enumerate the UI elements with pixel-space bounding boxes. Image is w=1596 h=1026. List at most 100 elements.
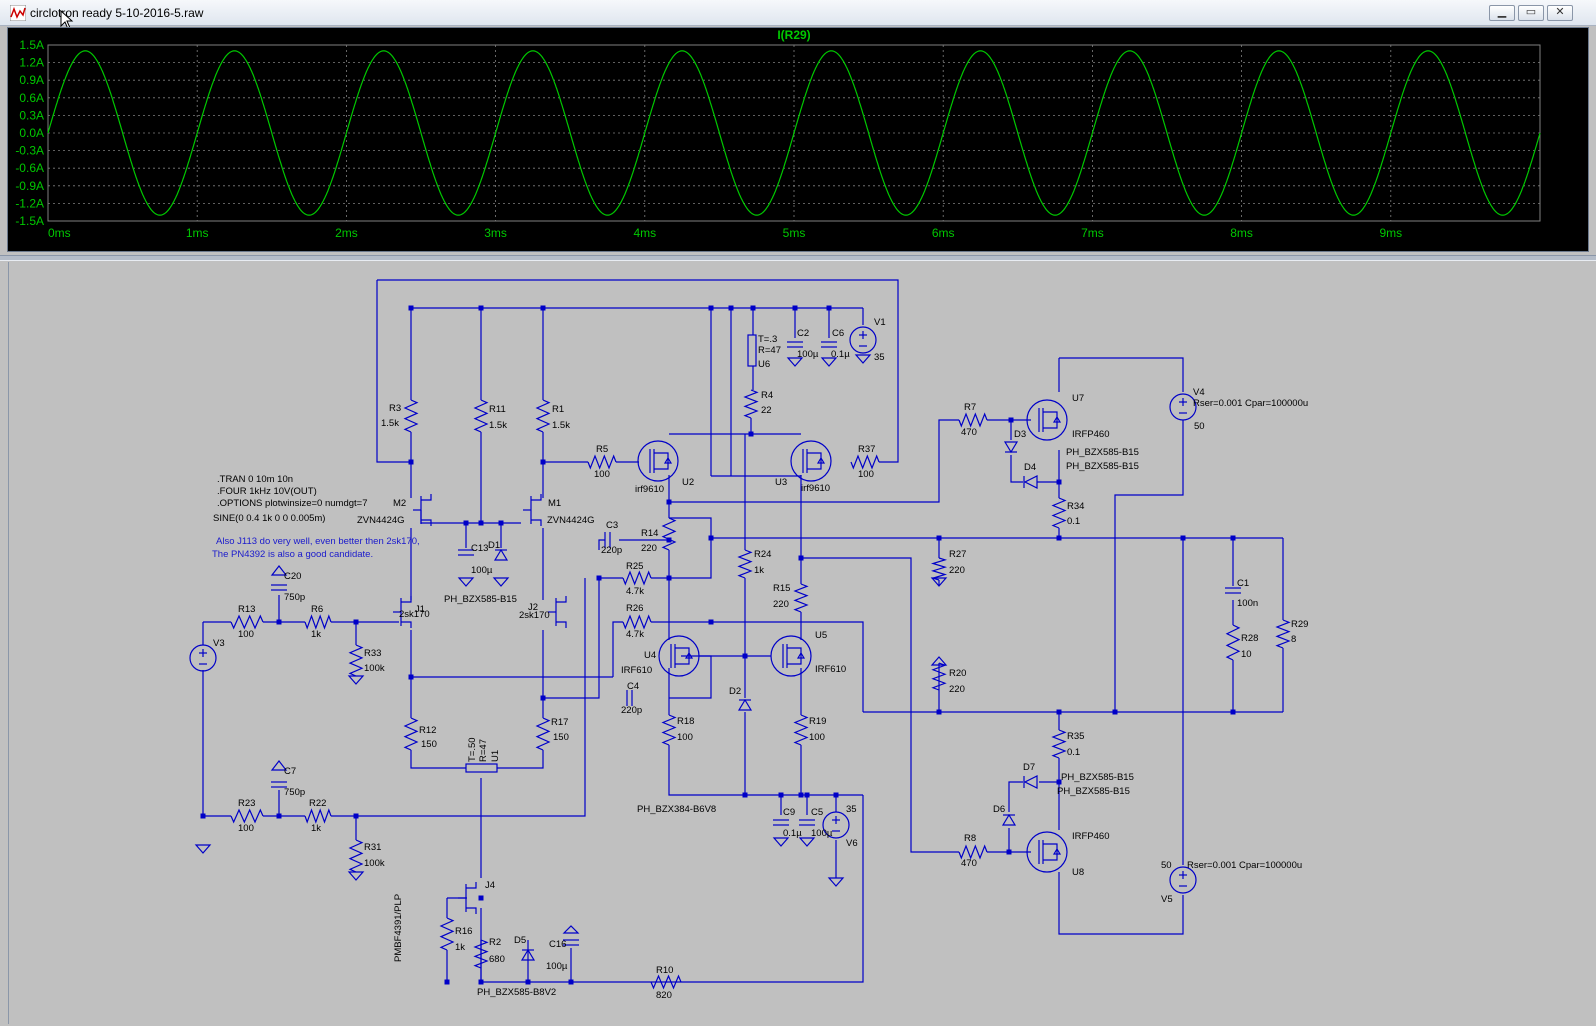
junction-dot: [408, 305, 414, 311]
label-c2: C2: [797, 328, 809, 339]
label-r2: R2: [489, 937, 501, 948]
label-r14v: 220: [641, 543, 657, 554]
junction-dot: [408, 459, 414, 465]
label-r23v: 100: [238, 823, 254, 834]
label-c13: C13: [471, 543, 488, 554]
directive-options: .OPTIONS plotwinsize=0 numdgt=7: [217, 498, 368, 509]
y-tick-label: 0.6A: [19, 91, 44, 105]
label-j2m: 2sk170: [519, 610, 550, 621]
label-r4: R4: [761, 390, 773, 401]
junction-dot: [1056, 779, 1062, 785]
label-v6v: 35: [846, 804, 857, 815]
waveform-app-icon: [10, 5, 26, 21]
label-r14: R14: [641, 528, 658, 539]
label-r18: R18: [677, 716, 694, 727]
label-r16v: 1k: [455, 942, 465, 953]
y-tick-label: 1.5A: [19, 38, 44, 52]
junction-dot: [200, 813, 206, 819]
resistor-icon: [304, 614, 332, 630]
label-c20: C20: [284, 571, 301, 582]
resistor-icon: [661, 517, 677, 551]
junction-dot: [792, 305, 798, 311]
mosfet-icon: [1026, 399, 1068, 441]
trace-line-i-r29[interactable]: [47, 50, 1541, 216]
resistor-icon: [958, 412, 988, 428]
resistor-icon: [587, 454, 617, 470]
junction-dot: [478, 520, 484, 526]
label-r20v: 220: [949, 684, 965, 695]
close-button[interactable]: ✕: [1547, 5, 1573, 21]
wire: [801, 557, 959, 853]
fet-drain: [531, 494, 542, 501]
label-r3v: 1.5k: [381, 418, 399, 429]
junction-dot: [596, 575, 602, 581]
junction-dot: [750, 305, 756, 311]
x-tick-label: 9ms: [1379, 226, 1402, 240]
label-r23: R23: [238, 798, 255, 809]
resistor-icon: [850, 454, 880, 470]
label-u3: U3: [775, 477, 787, 488]
x-tick-label: 4ms: [633, 226, 656, 240]
junction-dot: [804, 792, 810, 798]
label-r17v: 150: [553, 732, 569, 743]
window-title-bar[interactable]: circlotron ready 5-10-2016-5.raw ▁ ▭ ✕: [0, 0, 1596, 26]
label-u6: U6: [758, 359, 770, 370]
label-r12: R12: [419, 725, 436, 736]
wire: [669, 419, 959, 503]
y-tick-label: 0.0A: [19, 126, 44, 140]
label-d1m: PH_BZX585-B15: [444, 594, 517, 605]
label-r1v: 1.5k: [552, 420, 570, 431]
junction-dot: [1008, 417, 1014, 423]
junction-dot: [1006, 849, 1012, 855]
ground-icon: [457, 577, 475, 587]
window-title: circlotron ready 5-10-2016-5.raw: [30, 6, 204, 20]
directive-tran: .TRAN 0 10m 10n: [217, 474, 293, 485]
y-tick-label: -1.2A: [15, 196, 44, 210]
waveform-chart[interactable]: 1.5A1.2A0.9A0.6A0.3A0.0A-0.3A-0.6A-0.9A-…: [8, 28, 1588, 251]
directive-sine: SINE(0 0.4 1k 0 0 0.005m): [213, 513, 325, 524]
junction-dot: [478, 895, 484, 901]
label-r10v: 820: [656, 990, 672, 1001]
ground-icon: [492, 577, 510, 587]
junction-dot: [1180, 535, 1186, 541]
wire: [651, 538, 712, 579]
ground-icon: [827, 877, 845, 887]
fet-source: [401, 621, 412, 628]
ground-icon: [194, 844, 212, 854]
maximize-button[interactable]: ▭: [1518, 5, 1544, 21]
junction-dot: [1230, 535, 1236, 541]
junction-dot: [833, 792, 839, 798]
label-r18v: 100: [677, 732, 693, 743]
label-j4: J4: [485, 880, 495, 891]
label-d4m: PH_BZX585-B15: [1066, 461, 1139, 472]
minimize-button[interactable]: ▁: [1489, 5, 1515, 21]
junction-dot: [798, 792, 804, 798]
junction-dots: [200, 305, 1236, 985]
resistor-icon: [793, 583, 809, 613]
y-tick-label: -1.5A: [15, 214, 44, 228]
label-d5: D5: [514, 935, 526, 946]
label-r11v: 1.5k: [489, 420, 507, 431]
pane-splitter[interactable]: [0, 255, 1596, 261]
label-c1v: 100n: [1237, 598, 1258, 609]
mosfet-diode: [1052, 415, 1062, 423]
schematic-comments: Also J113 do very well, even better then…: [212, 536, 420, 560]
label-d4: D4: [1024, 462, 1036, 473]
label-m1: M1: [548, 498, 561, 509]
x-tick-label: 8ms: [1230, 226, 1253, 240]
directive-four: .FOUR 1kHz 10V(OUT): [217, 486, 317, 497]
spice-directives[interactable]: .TRAN 0 10m 10n .FOUR 1kHz 10V(OUT) .OPT…: [213, 474, 368, 524]
label-d6m: PH_BZX585-B15: [1057, 786, 1130, 797]
junction-dot: [1112, 709, 1118, 715]
voltage-source-icon: [849, 326, 877, 354]
label-r35: R35: [1067, 731, 1084, 742]
label-r34: R34: [1067, 501, 1084, 512]
fet-drain: [401, 596, 412, 603]
label-c5: C5: [811, 807, 823, 818]
junction-dot: [708, 619, 714, 625]
trace-title[interactable]: I(R29): [777, 28, 810, 42]
diode-icon: [1023, 775, 1038, 789]
